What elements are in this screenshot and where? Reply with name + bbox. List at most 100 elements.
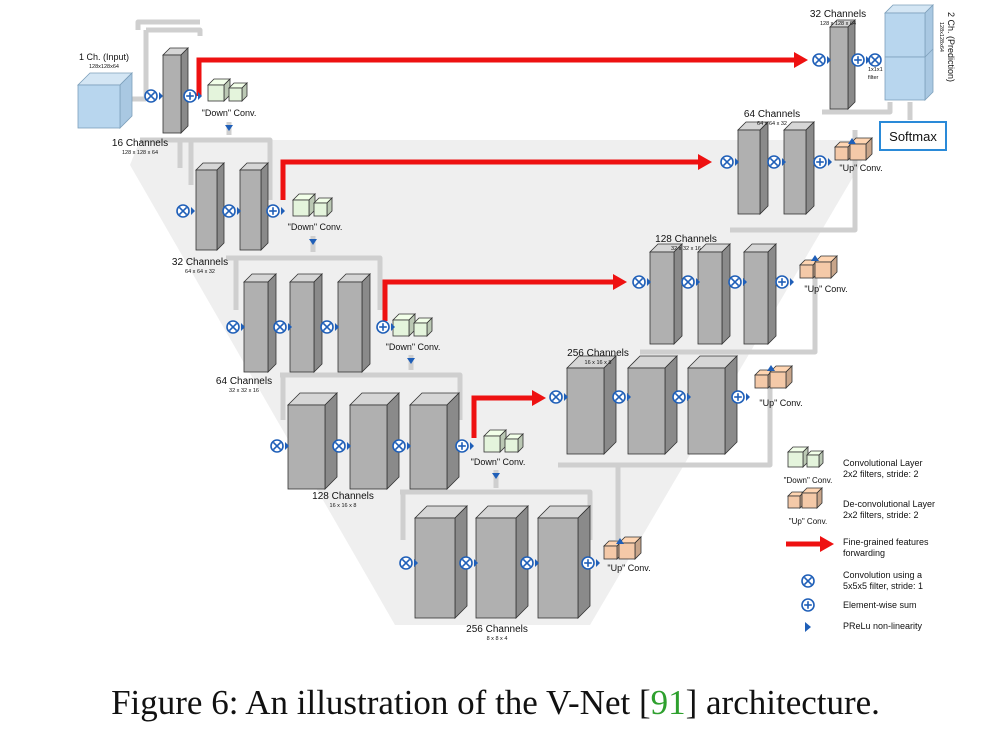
prelu-icon [470,442,474,450]
block-front [243,281,269,373]
downsample-arrow-icon [225,125,233,131]
cube-front [801,492,818,509]
convolution-icon [176,204,190,218]
cube-front [618,542,636,560]
connector-lines [132,19,913,540]
connector-7 [135,19,200,30]
input-dims: 128x128x64 [89,64,119,70]
convolution-icon [392,439,406,453]
sum-icon [731,390,745,404]
block-front [337,281,363,373]
arrow-head [820,536,834,552]
convolution-icon [332,439,346,453]
upsample-arrow-icon [848,138,856,144]
cube-front [292,199,310,217]
legend-deconv-cube [801,487,823,509]
down-conv-cube [292,193,316,217]
prelu-icon [285,442,289,450]
caption-suffix: ] architecture. [685,683,880,722]
cube-front [603,545,618,560]
enc4-dims: 16 x 16 x 8 [330,503,357,509]
prelu-icon [828,158,832,166]
cube-front [787,451,804,468]
down-conv-label-3: "Down" Conv. [386,342,441,352]
cube-front [392,319,410,337]
arrow-head [698,154,712,170]
block-side [216,162,225,251]
convolution-icon [728,275,742,289]
output-title: 2 Ch. (Prediction) [946,12,956,82]
convolution-icon [399,556,413,570]
convolution-icon [549,390,563,404]
feature-map-block [337,273,371,373]
prelu-icon [241,323,245,331]
cube-front [799,264,814,279]
enc2-dims: 64 x 64 x 32 [185,269,215,275]
forwarding-arrow [280,154,712,200]
convolution-icon [270,439,284,453]
prelu-icon [237,207,241,215]
convolution-icon [520,556,534,570]
forwarding-arrows [196,52,834,552]
feature-map-block [737,121,769,215]
block-front [289,281,315,373]
connector-12 [280,372,463,420]
prelu-icon [281,207,285,215]
prelu-icon [535,559,539,567]
connector-20 [822,102,893,115]
block-side [724,355,738,455]
dec1-title: 32 Channels [810,9,866,20]
sum-icon [813,155,827,169]
caption-reference-link[interactable]: 91 [650,683,686,722]
legend-forward-line2: forwarding [843,548,885,558]
block-front [162,54,182,134]
legend-convop-line2: 5x5x5 filter, stride: 1 [843,581,923,591]
cube-front [313,202,328,217]
cube-front [207,84,225,102]
forwarding-arrow [382,274,627,321]
dec3-dims: 32 x 32 x 16 [671,246,701,252]
input-volume [77,72,133,129]
block-side [603,355,617,455]
connector-2 [146,27,203,36]
legend-prelu-icon [805,622,811,632]
arrow-shaft [196,57,796,96]
prelu-icon [827,56,831,64]
down-conv-cube [483,429,507,453]
prelu-icon [687,393,691,401]
legend-conv-line1: Convolutional Layer [843,458,923,468]
block-front [627,367,666,455]
block-front [537,517,579,619]
prelu-icon [335,323,339,331]
cube-front [787,495,801,509]
sum-icon [183,89,197,103]
down-conv-label-2: "Down" Conv. [288,222,343,232]
down-conv-label-4: "Down" Conv. [471,457,526,467]
sum-icon [376,320,390,334]
cube-front [814,261,832,279]
enc3-title: 64 Channels [216,376,272,387]
up-conv-label-2: "Up" Conv. [759,398,802,408]
prelu-icon [782,158,786,166]
block-side [721,243,731,345]
sum-icon [775,275,789,289]
connector-18 [640,260,818,355]
down-conv-label-1: "Down" Conv. [202,108,257,118]
block-front [783,129,807,215]
block-side [313,273,323,373]
feature-map-block [829,19,856,110]
feature-map-block [195,162,225,251]
prelu-icon [696,278,700,286]
down-conv-cube-small [413,317,433,337]
prelu-icon [347,442,351,450]
feature-map-block [627,355,678,455]
vnet-diagram: 1 Ch. (Input) 128x128x64 2 Ch. (Predicti… [77,4,956,642]
convolution-icon [612,390,626,404]
prelu-icon [391,323,395,331]
convolution-icon [672,390,686,404]
downsample-arrow-icon [492,473,500,479]
prelu-icon [198,92,202,100]
arrow-shaft [471,395,534,438]
up-conv-label-4: "Up" Conv. [839,163,882,173]
softmax-label: Softmax [889,129,937,144]
